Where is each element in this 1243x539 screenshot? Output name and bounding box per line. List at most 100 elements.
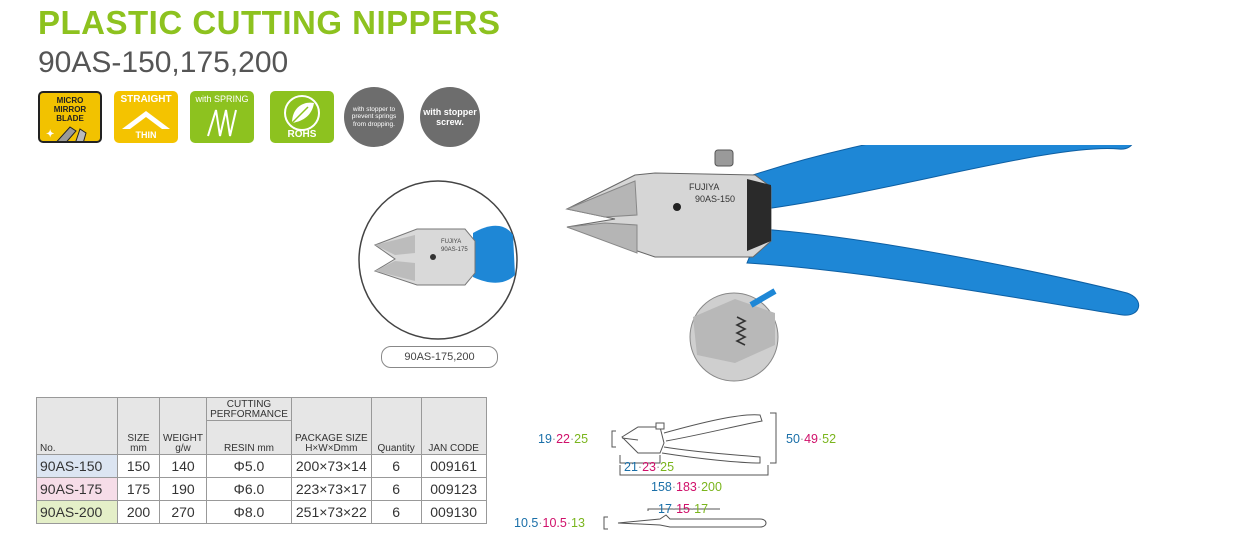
jaw-length-dimension: 19·22·25 [538, 432, 588, 446]
cell-package: 223×73×17 [291, 477, 372, 501]
head-length-a: 21 [624, 460, 638, 474]
head-length-c: 25 [660, 460, 675, 474]
head-offset-a: 17 [658, 502, 672, 516]
rohs-label: ROHS [287, 129, 317, 140]
cell-size: 200 [117, 500, 160, 524]
header-quantity: Quantity [370, 397, 422, 455]
stopper-springs-badge: with stopper to prevent springs from dro… [344, 87, 404, 147]
spring-label: with SPRING [195, 94, 249, 104]
separator: · [689, 502, 695, 516]
thickness-a: 10.5 [514, 516, 539, 530]
straight-thin-badge: STRAIGHT THIN [114, 91, 178, 143]
table-row: 90AS-175 175 190 Φ6.0 223×73×17 6 009123 [36, 477, 487, 501]
stopper-screw-badge: with stopper screw. [420, 87, 480, 147]
cell-jan: 009130 [420, 500, 487, 524]
overall-length-a: 158 [651, 480, 672, 494]
main-pliers-image: FUJIYA 90AS-150 [565, 145, 1139, 316]
overall-length-dimension: 158·183·200 [651, 480, 722, 494]
overall-length-b: 183 [676, 480, 697, 494]
thin-label: THIN [135, 130, 157, 140]
separator: · [696, 480, 702, 494]
header-package-unit: H×W×Dmm [305, 443, 358, 454]
cell-model: 90AS-150 [36, 454, 118, 478]
table-row: 90AS-200 200 270 Φ8.0 251×73×22 6 009130 [36, 500, 487, 524]
spring-badge: with SPRING [190, 91, 254, 143]
jaw-length-c: 25 [574, 432, 589, 446]
cell-size: 175 [117, 477, 160, 501]
header-size-label: SIZE [127, 433, 150, 444]
inset-model-label: 90AS-175,200 [381, 346, 498, 368]
stopper-springs-label: with stopper to prevent springs from dro… [351, 105, 397, 128]
rohs-leaf-icon [284, 95, 320, 131]
micro-mirror-blade-label: MICRO MIRROR BLADE [53, 96, 87, 123]
width-c: 52 [822, 432, 837, 446]
cell-package: 251×73×22 [291, 500, 372, 524]
product-photo: FUJIYA 90AS-175 FUJIYA 90AS-150 [358, 145, 1139, 382]
separator: · [671, 480, 677, 494]
header-weight-label: WEIGHT [163, 433, 203, 444]
separator: · [671, 502, 677, 516]
separator: · [538, 516, 543, 530]
inset-pliers-image: FUJIYA 90AS-175 [373, 225, 515, 286]
spring-detail-image [689, 288, 779, 382]
inset-model-engraving: 90AS-175 [441, 247, 468, 253]
head-offset-c: 17 [694, 502, 709, 516]
cell-resin: Φ6.0 [206, 477, 292, 501]
stopper-screw-label: with stopper screw. [423, 107, 477, 127]
cell-resin: Φ8.0 [206, 500, 292, 524]
cell-quantity: 6 [370, 500, 422, 524]
table-row: 90AS-150 150 140 Φ5.0 200×73×14 6 009161 [36, 454, 487, 478]
svg-text:✦: ✦ [46, 129, 54, 140]
blade-icon: ✦ [46, 126, 87, 141]
brand-engraving: FUJIYA [689, 182, 719, 192]
width-b: 49 [804, 432, 818, 446]
cell-size: 150 [117, 454, 160, 478]
model-subtitle: 90AS-150,175,200 [38, 46, 289, 79]
thickness-c: 13 [571, 516, 585, 530]
width-a: 50 [786, 432, 800, 446]
cell-weight: 140 [159, 454, 207, 478]
cell-model: 90AS-200 [36, 500, 118, 524]
head-offset-dimension: 17·15·17 [658, 502, 708, 516]
cell-package: 200×73×14 [291, 454, 372, 478]
header-size-unit: mm [130, 443, 147, 454]
separator: · [566, 516, 572, 530]
model-engraving: 90AS-150 [695, 194, 735, 204]
jaw-length-b: 22 [556, 432, 570, 446]
thickness-b: 10.5 [542, 516, 567, 530]
head-offset-b: 15 [676, 502, 690, 516]
straight-label: STRAIGHT [120, 94, 172, 105]
head-length-dimension: 21·23·25 [624, 460, 674, 474]
cell-quantity: 6 [370, 477, 422, 501]
separator: · [799, 432, 805, 446]
cell-model: 90AS-175 [36, 477, 118, 501]
spring-icon [207, 109, 237, 137]
separator: · [637, 460, 643, 474]
dimension-diagram [603, 412, 777, 530]
separator: · [551, 432, 557, 446]
cell-jan: 009123 [420, 477, 487, 501]
overall-length-c: 200 [701, 480, 722, 494]
cell-quantity: 6 [370, 454, 422, 478]
header-package-label: PACKAGE SIZE [295, 433, 368, 444]
page-title: PLASTIC CUTTING NIPPERS [38, 4, 501, 41]
separator: · [655, 460, 661, 474]
rohs-badge: ROHS [270, 91, 334, 143]
jaw-length-a: 19 [538, 432, 552, 446]
cell-resin: Φ5.0 [206, 454, 292, 478]
cell-weight: 270 [159, 500, 207, 524]
header-no: No. [36, 397, 118, 455]
micro-mirror-blade-badge: MICRO MIRROR BLADE ✦ [38, 91, 102, 143]
header-resin: RESIN mm [206, 420, 292, 455]
header-cutting: CUTTING PERFORMANCE [206, 397, 292, 421]
thin-blade-icon [122, 111, 170, 129]
width-dimension: 50·49·52 [786, 432, 836, 446]
inset-brand-engraving: FUJIYA [441, 239, 461, 245]
separator: · [569, 432, 575, 446]
header-jan: JAN CODE [420, 397, 487, 455]
thickness-dimension: 10.5·10.5·13 [514, 516, 585, 530]
